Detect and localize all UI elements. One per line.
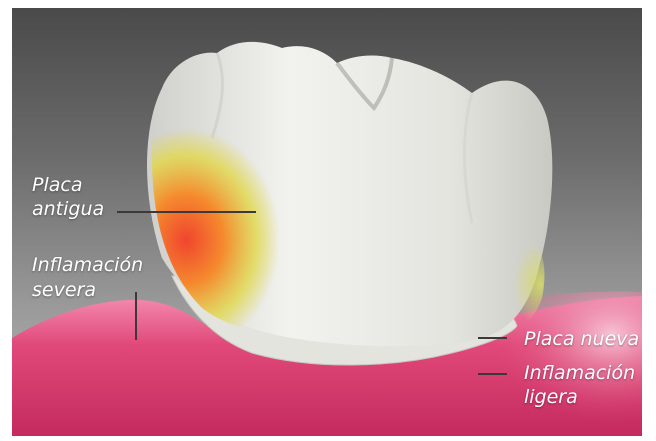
label-old-plaque-line1: Placa [32,174,82,197]
label-old-plaque-line2: antigua [32,198,104,221]
label-severe-inflammation-line1: Inflamación [32,254,143,277]
label-severe-inflammation-line2: severa [32,279,96,302]
label-light-inflammation-line1: Inflamación [524,362,635,385]
label-light-inflammation-line2: ligera [524,386,578,409]
illustration-frame: Placa antigua Inflamación severa Placa n… [12,8,642,436]
label-new-plaque: Placa nueva [524,328,639,351]
